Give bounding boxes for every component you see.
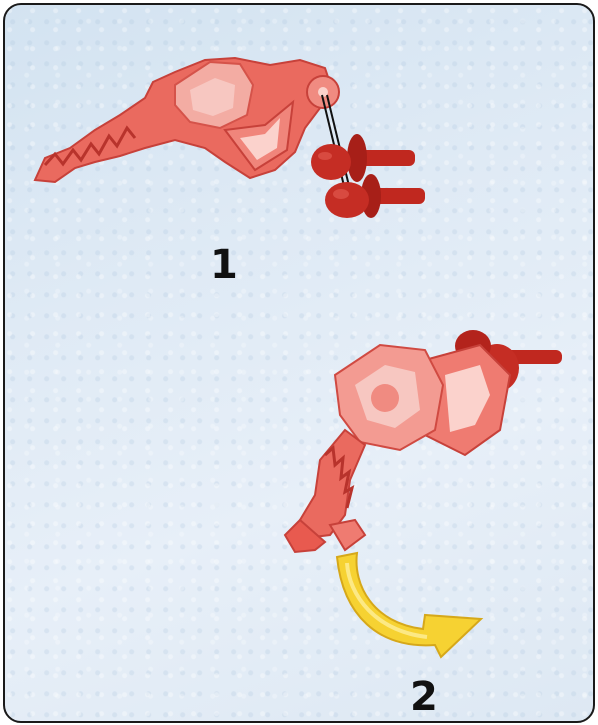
pin-connector-step1 [295,90,435,235]
rotate-arrow-icon [323,545,493,660]
assembled-piece-step2 [275,320,575,560]
instruction-panel: 1 2 [3,3,595,723]
step-number-1: 1 [210,245,238,285]
step-number-2: 2 [410,677,438,717]
